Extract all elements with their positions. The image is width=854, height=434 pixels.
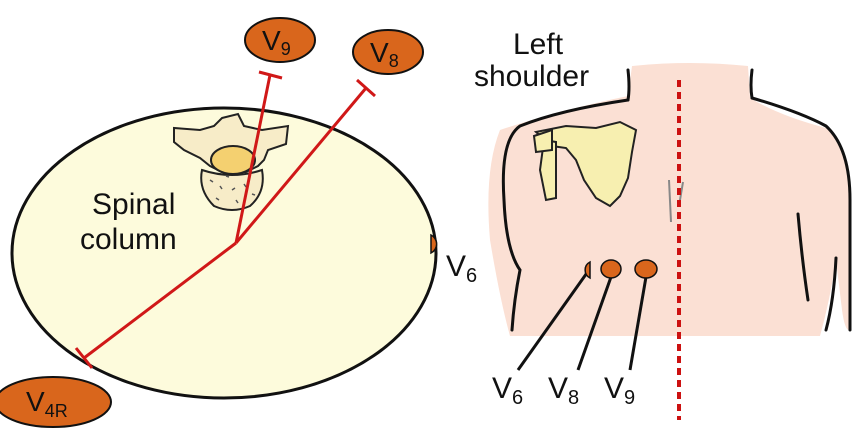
v8-lead-badge: V8 [353,30,423,74]
v4r-sub: 4R [45,401,68,421]
shoulder-label-line1: Left [513,28,564,61]
torso-back-view [488,63,850,336]
svg-text:V6: V6 [446,250,477,287]
v4r-main: V [26,386,45,417]
v4r-lead-badge: V4R [0,377,111,427]
v8-main: V [370,37,389,68]
v6-cross-sub: 6 [466,265,477,287]
v6-cross-main: V [446,250,466,283]
v8-sub: 8 [389,51,399,71]
back-label-v8: V8 [548,372,579,409]
v9-lead-badge: V9 [245,18,315,62]
v6-electrode-cross-section: V6 [431,235,477,287]
spinal-label-line1: Spinal [92,188,175,221]
back-label-v9: V9 [604,372,635,409]
back-electrode-v9 [635,260,657,278]
back-label-v6: V6 [492,372,523,409]
v9-sub: 9 [281,39,291,59]
shoulder-label-line2: shoulder [474,60,589,93]
v9-main: V [262,25,281,56]
spinal-label-line2: column [80,223,177,256]
back-electrode-v8 [601,260,621,278]
